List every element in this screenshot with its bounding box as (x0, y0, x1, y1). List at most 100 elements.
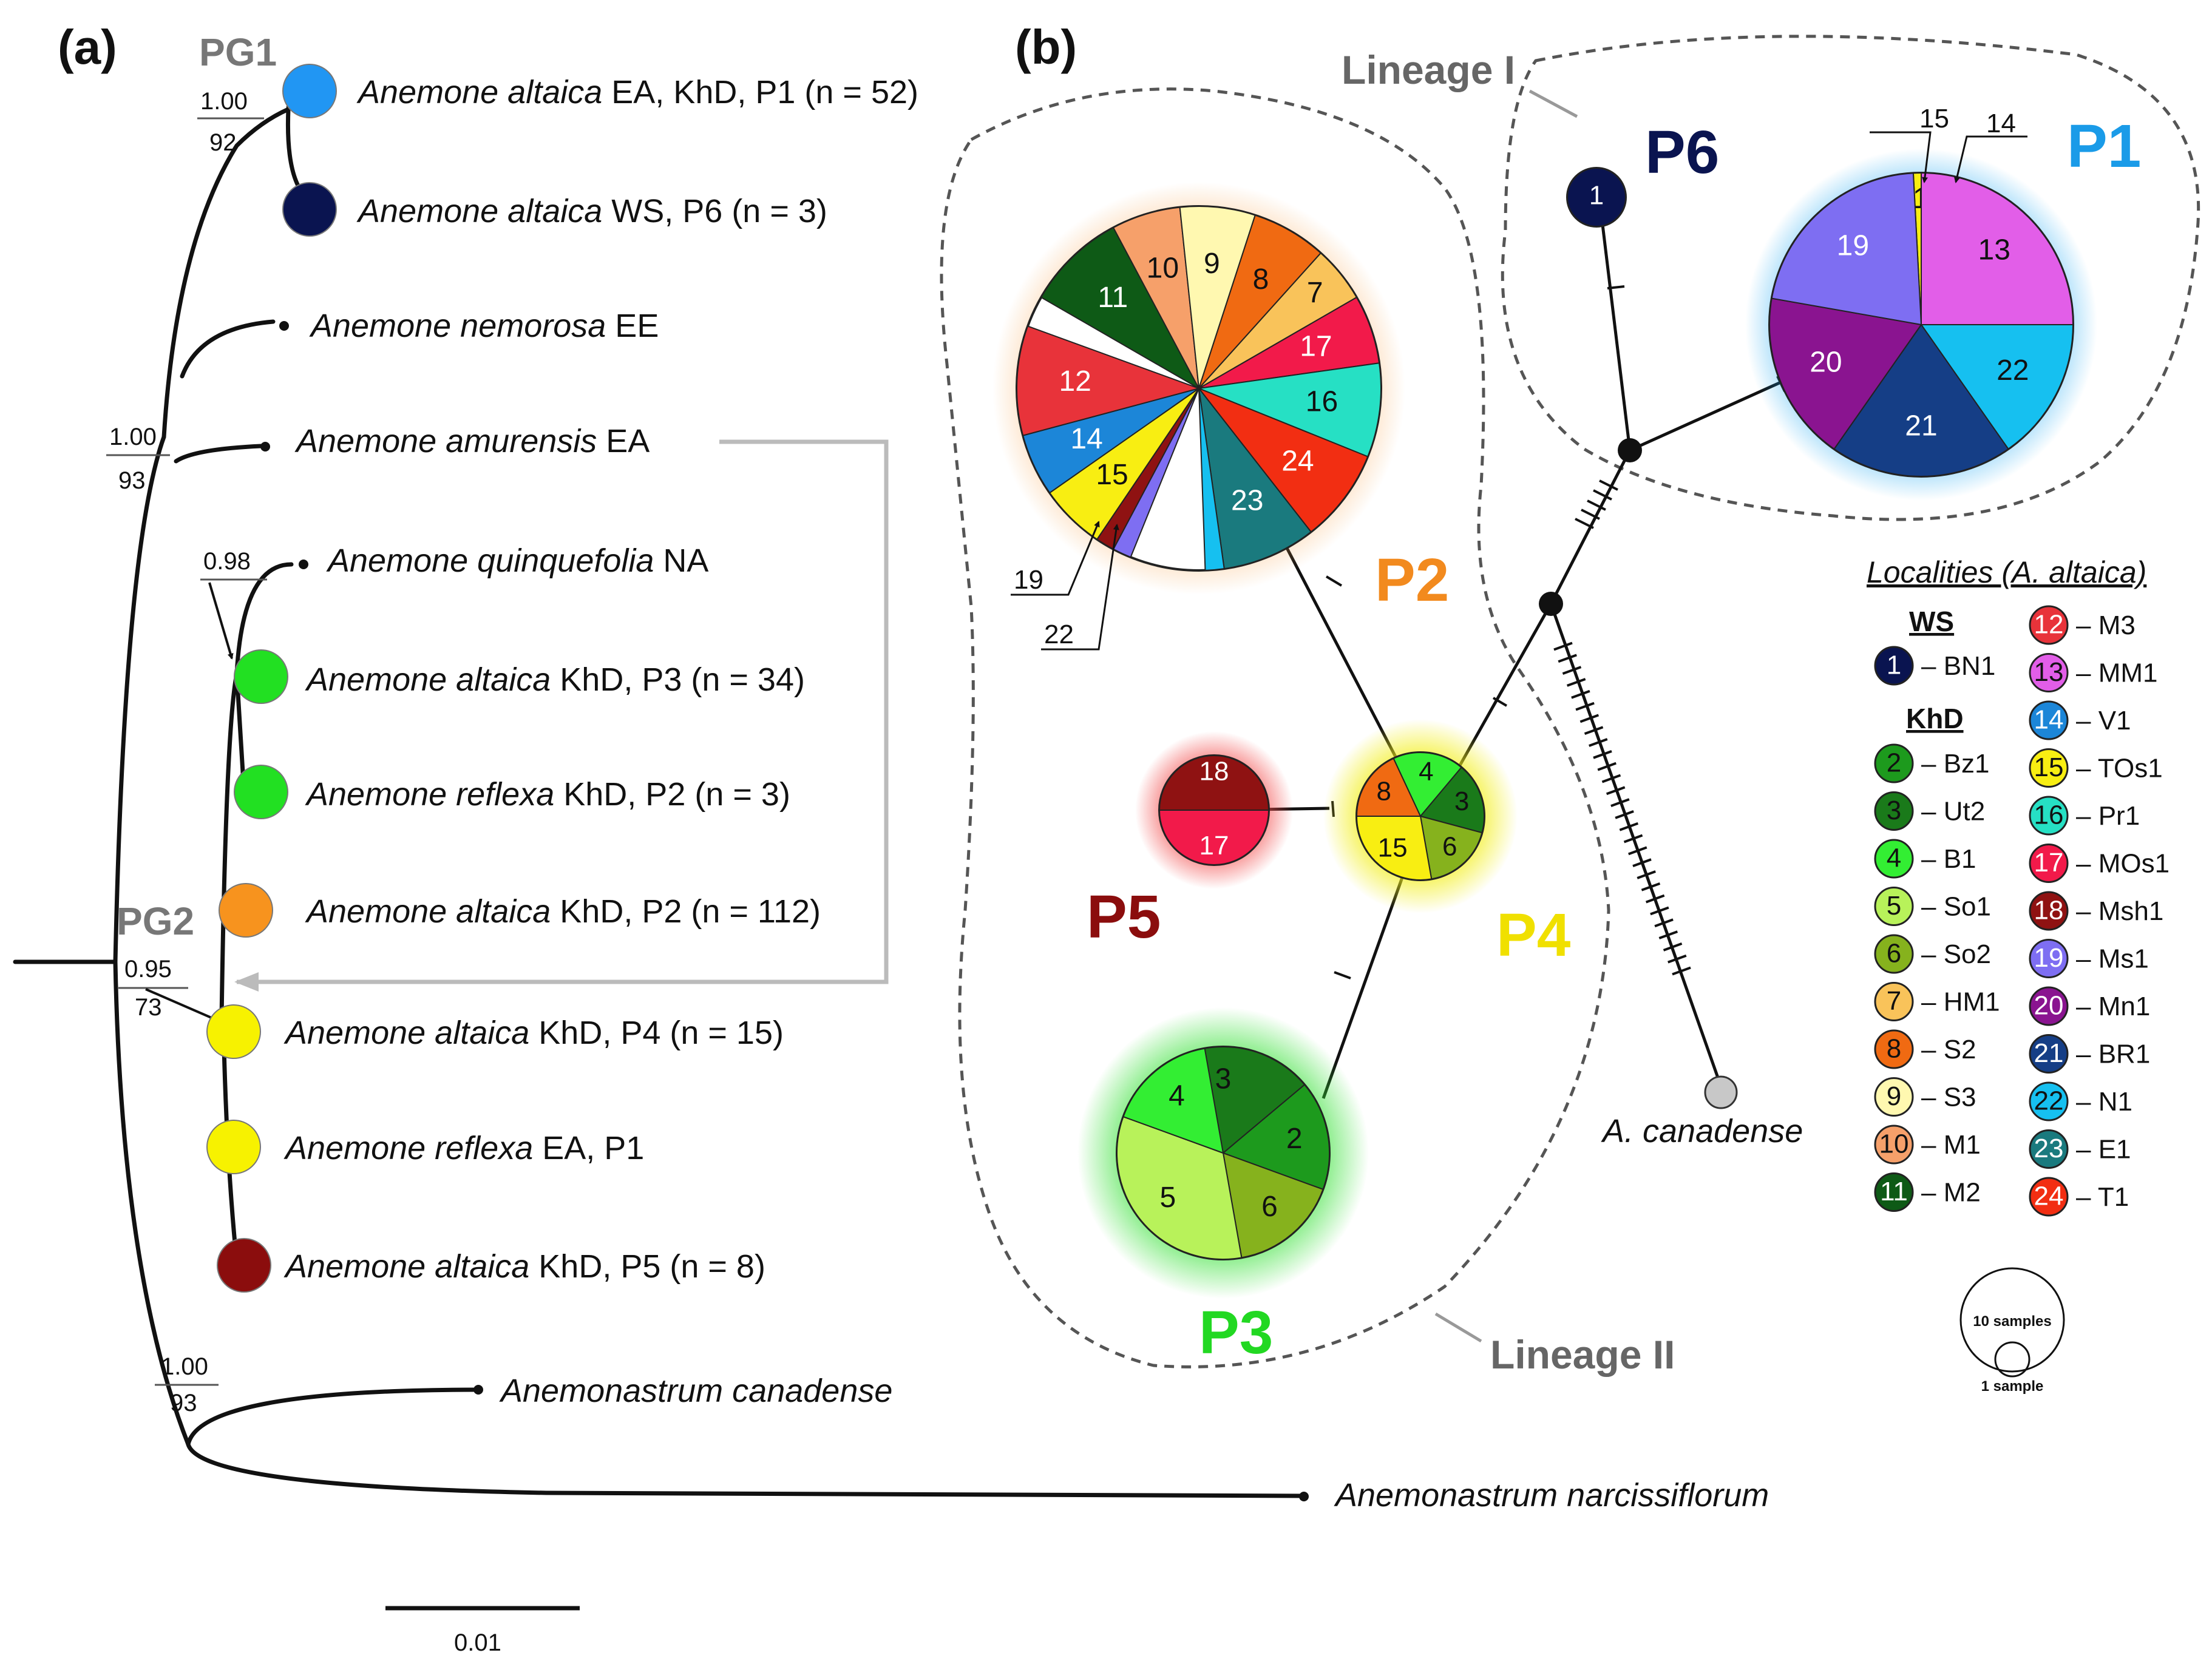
legend-locality: – MM1 (2076, 658, 2157, 688)
pie-slice-label: 5 (1159, 1182, 1176, 1214)
legend-swatch (1874, 1029, 1914, 1069)
legend-item-7: 7– HM1 (1874, 982, 2000, 1021)
legend-locality: – M2 (1921, 1178, 1981, 1208)
pie-slice-13 (1921, 172, 2074, 325)
legend-swatch (2029, 939, 2069, 978)
taxon-marker-p6 (282, 182, 337, 237)
pie-slice-label: 17 (1300, 330, 1332, 362)
size-legend-big-label: 10 samples (1973, 1313, 2051, 1330)
pie-slice-16 (1196, 362, 1382, 458)
legend-swatch (1874, 791, 1914, 831)
legend-number: 15 (2034, 753, 2064, 782)
pie-slice-label: 23 (1231, 484, 1263, 516)
legend-number: 8 (1887, 1034, 1901, 1064)
pie-slice-label: 11 (1098, 282, 1128, 314)
legend-item-9: 9 – S3 (1874, 1077, 1976, 1117)
pie-slice-9 (1179, 206, 1256, 389)
legend-locality: – Ms1 (2076, 944, 2149, 974)
legend-swatch (2029, 748, 2069, 788)
pie-slice-label: 1 (1589, 181, 1604, 211)
pop-label-p2: P2 (1375, 546, 1449, 614)
pie-slice-23 (1198, 386, 1312, 570)
legend-swatch (1874, 1077, 1914, 1117)
size-legend-small-label: 1 sample (1981, 1378, 2044, 1395)
legend-item-12: 12– M3 (2029, 605, 2136, 645)
pointer-label-22: 22 (1044, 620, 1074, 649)
pie-slice-8 (1198, 214, 1322, 389)
pie-slice-label: 17 (1199, 831, 1229, 861)
legend-item-20: 20– Mn1 (2029, 986, 2150, 1026)
pie-slice-label: 4 (1419, 757, 1433, 786)
legend-item-19: 19– Ms1 (2029, 939, 2149, 978)
legend-locality: – B1 (1921, 844, 1976, 874)
pie-slice-17 (1158, 810, 1270, 865)
legend-number: 6 (1887, 939, 1901, 969)
legend-locality: – Ut2 (1921, 797, 1985, 827)
legend-item-22: 22– N1 (2029, 1081, 2132, 1121)
taxon-label: Anemone altaica KhD, P3 (n = 34) (305, 661, 805, 698)
legend-swatch (2029, 986, 2069, 1026)
legend-number: 11 (1880, 1177, 1908, 1206)
legend-item-1: 1– BN1 (1874, 646, 1995, 686)
legend-item-15: 15– TOs1 (2029, 748, 2163, 788)
taxon-labels: Anemone altaica EA, KhD, P1 (n = 52) Ane… (283, 74, 1769, 1513)
support-main-bs: 93 (118, 467, 146, 494)
pie-slice-label: 18 (1199, 756, 1229, 786)
size-legend-big (1959, 1267, 2065, 1373)
legend-item-2: 2– Bz1 (1874, 743, 1990, 783)
legend-item-24: 24– T1 (2029, 1177, 2129, 1217)
legend-swatch (1874, 839, 1914, 879)
taxon-markers (206, 64, 337, 1293)
legend-item-23: 23– E1 (2029, 1129, 2131, 1169)
legend-item-14: 14– V1 (2029, 700, 2131, 740)
legend-locality: – S3 (1921, 1083, 1976, 1112)
legend-ws-heading: WS (1909, 606, 1954, 637)
pie-slice-label: 20 (1810, 347, 1842, 379)
pie-slice-label: 3 (1215, 1063, 1232, 1095)
legend-item-21: 21– BR1 (2029, 1034, 2150, 1074)
scale-bar-label: 0.01 (454, 1629, 501, 1656)
support-pg1-pp: 1.00 (200, 88, 248, 115)
taxon-marker-p4 (206, 1004, 261, 1059)
taxon-marker-p5 (217, 1238, 271, 1293)
legend-swatch (2029, 891, 2069, 931)
legend-number: 9 (1887, 1081, 1901, 1111)
pie-slice-label: 13 (1978, 234, 2010, 266)
pie-slice-label: 9 (1204, 248, 1220, 280)
pointer-label-15: 15 (1919, 104, 1949, 134)
support-pg2-pp: 0.95 (124, 956, 172, 983)
pie-slice-label: 15 (1378, 833, 1408, 862)
legend-number: 10 (1879, 1129, 1909, 1159)
pop-label-p5: P5 (1087, 883, 1161, 951)
legend-swatch (1874, 646, 1914, 686)
support-pg1-bs: 92 (209, 129, 237, 156)
lineage-1-outline (1501, 35, 2200, 521)
outgroup-node (1704, 1075, 1738, 1109)
pie-slice-22 (1198, 388, 1225, 571)
support-outgroup-bs: 93 (170, 1390, 197, 1416)
pie-slice-4 (1393, 752, 1462, 817)
pie-slice-label: 16 (1306, 386, 1338, 418)
outgroup-mutation-ticks (1553, 641, 1691, 976)
taxon-label: Anemone altaica KhD, P5 (n = 8) (283, 1248, 765, 1285)
legend-number: 23 (2034, 1134, 2064, 1163)
pie-slice-label: 21 (1905, 410, 1937, 442)
legend-title: Localities (A. altaica) (1867, 555, 2146, 589)
legend-locality: – M3 (2076, 610, 2136, 640)
pie-slice-20 (1769, 297, 1922, 450)
haplotype-pie-p1: 15141322212019 (1768, 172, 2074, 478)
legend-locality: – So2 (1921, 939, 1991, 969)
legend-locality: – MOs1 (2076, 849, 2170, 879)
pie-slice-label: 8 (1377, 776, 1391, 806)
legend-item-8: 8– S2 (1874, 1029, 1976, 1069)
pie-slice-18 (1158, 755, 1270, 811)
taxon-label: Anemone altaica EA, KhD, P1 (n = 52) (356, 74, 918, 110)
pie-slice-6 (1222, 1152, 1324, 1259)
pie-slice-label: 2 (1286, 1123, 1303, 1155)
taxon-label: Anemone reflexa KhD, P2 (n = 3) (305, 776, 790, 813)
median-vector-2 (1539, 592, 1563, 616)
pie-slice-label: 4 (1169, 1080, 1185, 1112)
